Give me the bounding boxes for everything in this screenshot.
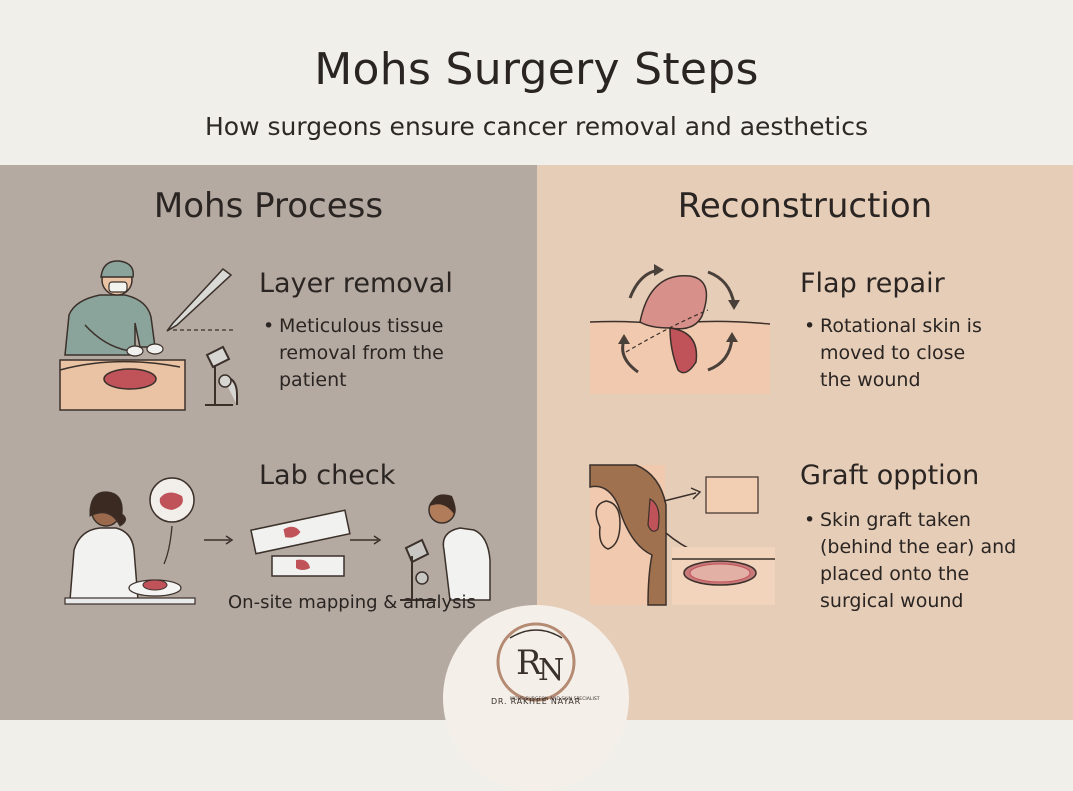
lab-check-title: Lab check <box>259 460 396 491</box>
desc-line: the wound <box>820 369 921 391</box>
reconstruction-heading: Reconstruction <box>677 186 933 226</box>
logo-letter-r: R <box>516 643 543 683</box>
mohs-process-heading: Mohs Process <box>153 186 384 226</box>
flap-repair-desc: • Rotational skin is moved to close the … <box>804 313 1050 394</box>
desc-line: Rotational skin is <box>820 315 982 337</box>
bullet-icon: • <box>263 315 275 337</box>
surgeon-illustration <box>59 260 238 411</box>
page-title: Mohs Surgery Steps <box>314 44 759 95</box>
page-subtitle: How surgeons ensure cancer removal and a… <box>205 112 868 141</box>
layer-removal-desc: • Meticulous tissue removal from the pat… <box>263 313 499 394</box>
desc-line: surgical wound <box>820 590 964 612</box>
lab-check-illustration <box>64 477 491 605</box>
desc-line: placed onto the <box>820 563 970 585</box>
header: Mohs Surgery Steps How surgeons ensure c… <box>0 0 1073 165</box>
graft-option-desc: • Skin graft taken (behind the ear) and … <box>804 507 1060 615</box>
flap-repair-title: Flap repair <box>800 268 945 299</box>
graft-illustration <box>589 464 775 606</box>
desc-line: Skin graft taken <box>820 509 971 531</box>
bullet-icon: • <box>804 315 816 337</box>
logo-monogram: R N MOHS SURGEON AND SKIN SPECIALIST <box>496 622 600 702</box>
lab-check-caption: On-site mapping & analysis <box>228 592 476 613</box>
reconstruction-panel <box>537 165 1073 720</box>
logo-letter-n: N <box>538 653 564 688</box>
desc-line: patient <box>279 369 347 391</box>
desc-line: moved to close <box>820 342 966 364</box>
bullet-icon: • <box>804 509 816 531</box>
graft-option-title: Graft opption <box>800 460 980 491</box>
desc-line: removal from the <box>279 342 444 364</box>
layer-removal-title: Layer removal <box>259 268 453 299</box>
desc-line: Meticulous tissue <box>279 315 444 337</box>
desc-line: (behind the ear) and <box>820 536 1017 558</box>
flap-repair-illustration <box>589 264 771 394</box>
logo-ring-text: MOHS SURGEON AND SKIN SPECIALIST <box>510 696 600 702</box>
logo-name: DR. RAKHEE NAYAR <box>490 697 582 706</box>
mohs-process-panel <box>0 165 537 720</box>
